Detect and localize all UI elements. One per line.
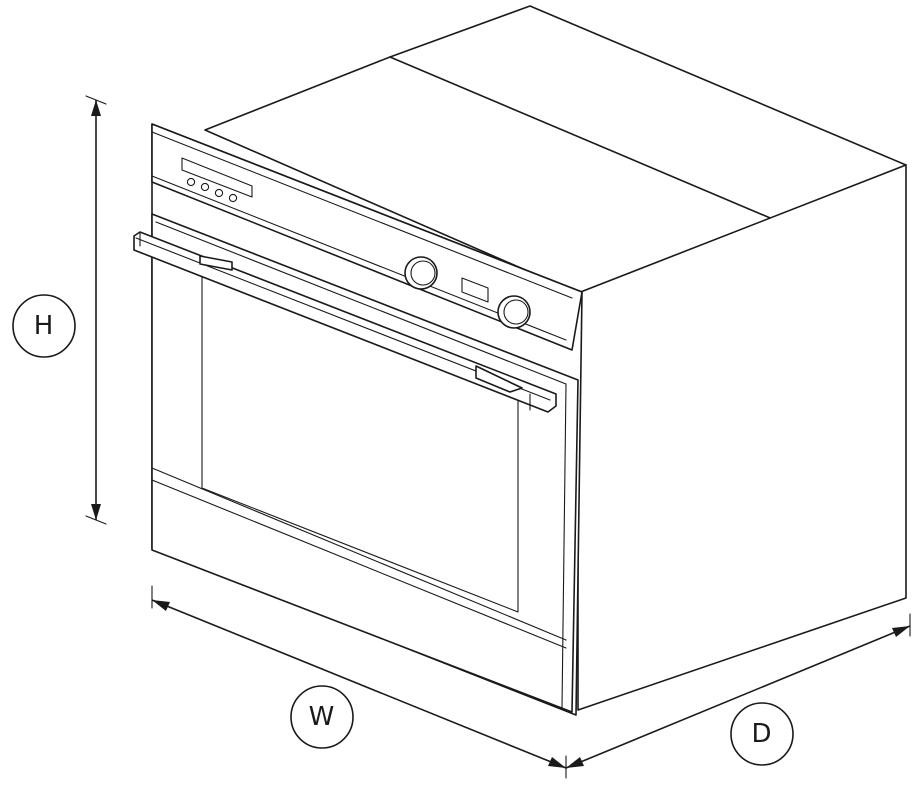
height-arrow-bottom-icon: [91, 504, 101, 520]
lower-strip-top: [151, 467, 567, 641]
height-tick-bottom: [85, 515, 107, 525]
control-panel-face: [151, 123, 583, 351]
width-line: [151, 599, 567, 769]
height-tick-top: [85, 95, 107, 105]
depth-arrow-left-icon: [566, 757, 584, 768]
height-arrow-top-icon: [91, 100, 101, 116]
width-label: W: [309, 702, 336, 732]
handle-bracket-right: [475, 365, 523, 393]
door-right-edge: [561, 383, 567, 709]
button-3-icon: [214, 188, 224, 198]
depth-label-circle: [730, 702, 794, 766]
left-display: [181, 157, 253, 198]
control-panel: [151, 123, 583, 351]
width-label-circle: [290, 685, 354, 749]
panel-bottom-trim: [151, 175, 567, 341]
door-panel: [151, 213, 579, 713]
depth-dimension: D: [565, 613, 911, 769]
lower-strip-inner: [151, 479, 567, 649]
button-1-icon: [186, 177, 196, 187]
width-dimension: W: [151, 585, 567, 779]
button-2-icon: [200, 182, 210, 192]
door-handle: [133, 231, 557, 413]
door-top-edge: [155, 221, 567, 385]
button-4-icon: [228, 193, 238, 203]
handle-bracket-left: [199, 255, 233, 271]
oven-door: [151, 213, 579, 713]
top-fold-line: [389, 56, 783, 224]
width-arrow-right-icon: [548, 757, 566, 768]
height-label-circle: [12, 294, 76, 358]
center-display: [461, 277, 489, 303]
right-knob-icon: [497, 295, 531, 329]
height-label: H: [34, 311, 55, 341]
depth-label: D: [751, 719, 772, 749]
depth-arrow-right-icon: [892, 626, 910, 637]
depth-line: [565, 625, 911, 769]
width-arrow-left-icon: [152, 600, 170, 611]
panel-top-trim: [151, 131, 573, 299]
left-knob-icon: [404, 256, 438, 290]
height-dimension: H: [12, 95, 107, 525]
